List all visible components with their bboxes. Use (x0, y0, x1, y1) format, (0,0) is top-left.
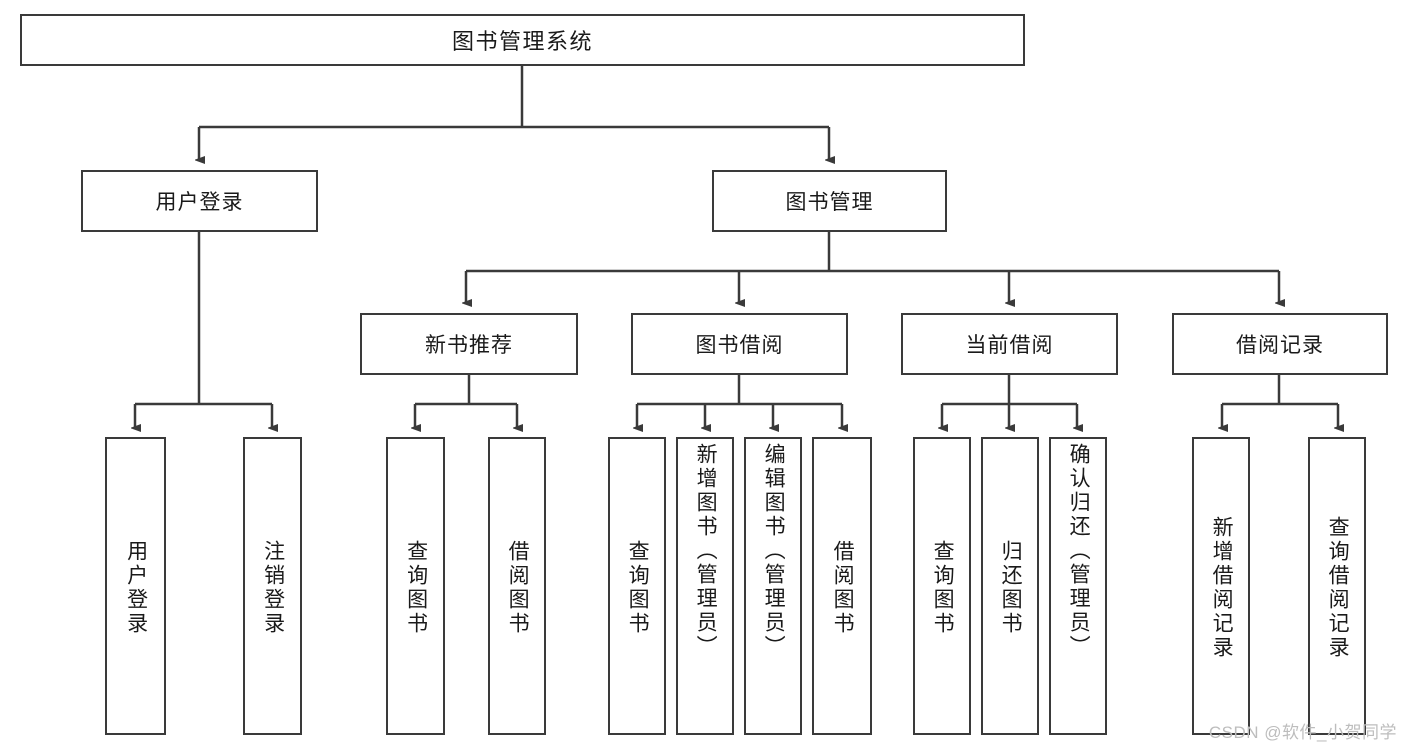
leaf-label: 用户登录 (124, 540, 148, 636)
node-root-system[interactable]: 图书管理系统 (20, 14, 1025, 66)
leaf-user-login[interactable]: 用户登录 (105, 437, 166, 735)
leaf-query-books-borrow[interactable]: 查询图书 (608, 437, 666, 735)
leaf-add-borrow-record[interactable]: 新增借阅记录 (1192, 437, 1250, 735)
leaf-query-books-current[interactable]: 查询图书 (913, 437, 971, 735)
leaf-label: 借阅图书 (831, 540, 855, 636)
leaf-label: 新增图书（管理员） (694, 443, 718, 659)
node-new-book-recommendation[interactable]: 新书推荐 (360, 313, 578, 375)
leaf-add-book-admin[interactable]: 新增图书（管理员） (676, 437, 734, 735)
leaf-logout[interactable]: 注销登录 (243, 437, 302, 735)
leaf-label: 确认归还（管理员） (1067, 443, 1091, 659)
node-current-borrowing[interactable]: 当前借阅 (901, 313, 1118, 375)
node-book-borrowing[interactable]: 图书借阅 (631, 313, 848, 375)
leaf-label: 借阅图书 (506, 540, 530, 636)
leaf-borrow-books-recommend[interactable]: 借阅图书 (488, 437, 546, 735)
node-user-login[interactable]: 用户登录 (81, 170, 318, 232)
leaf-query-borrow-record[interactable]: 查询借阅记录 (1308, 437, 1366, 735)
leaf-edit-book-admin[interactable]: 编辑图书（管理员） (744, 437, 802, 735)
leaf-label: 查询图书 (626, 540, 650, 636)
leaf-label: 查询图书 (931, 540, 955, 636)
leaf-return-books[interactable]: 归还图书 (981, 437, 1039, 735)
leaf-label: 新增借阅记录 (1210, 516, 1234, 660)
leaf-label: 编辑图书（管理员） (762, 443, 786, 659)
leaf-label: 查询图书 (404, 540, 428, 636)
leaf-borrow-books[interactable]: 借阅图书 (812, 437, 872, 735)
leaf-label: 注销登录 (261, 540, 285, 636)
node-book-management[interactable]: 图书管理 (712, 170, 947, 232)
node-borrowing-records[interactable]: 借阅记录 (1172, 313, 1388, 375)
leaf-confirm-return-admin[interactable]: 确认归还（管理员） (1049, 437, 1107, 735)
leaf-label: 查询借阅记录 (1326, 516, 1350, 660)
leaf-query-books-recommend[interactable]: 查询图书 (386, 437, 445, 735)
leaf-label: 归还图书 (999, 540, 1023, 636)
